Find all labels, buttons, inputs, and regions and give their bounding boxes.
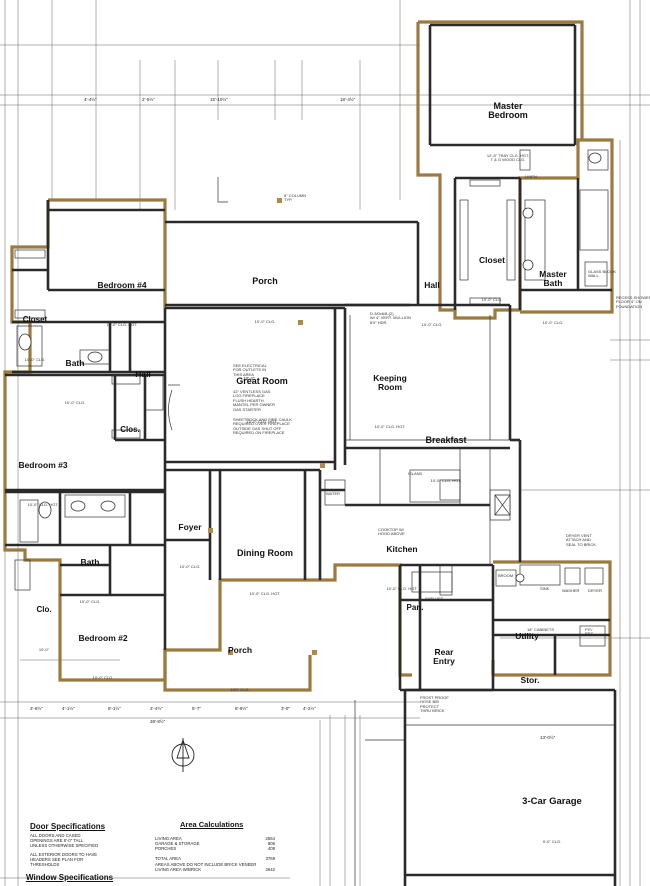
- columns: [208, 198, 325, 655]
- fixtures: [18, 152, 602, 583]
- interior-walls: [5, 23, 617, 886]
- exterior-walls: [3, 20, 614, 692]
- north-arrow-icon: [171, 738, 195, 772]
- pointer-mark: [217, 177, 228, 203]
- interior-details: [14, 149, 615, 886]
